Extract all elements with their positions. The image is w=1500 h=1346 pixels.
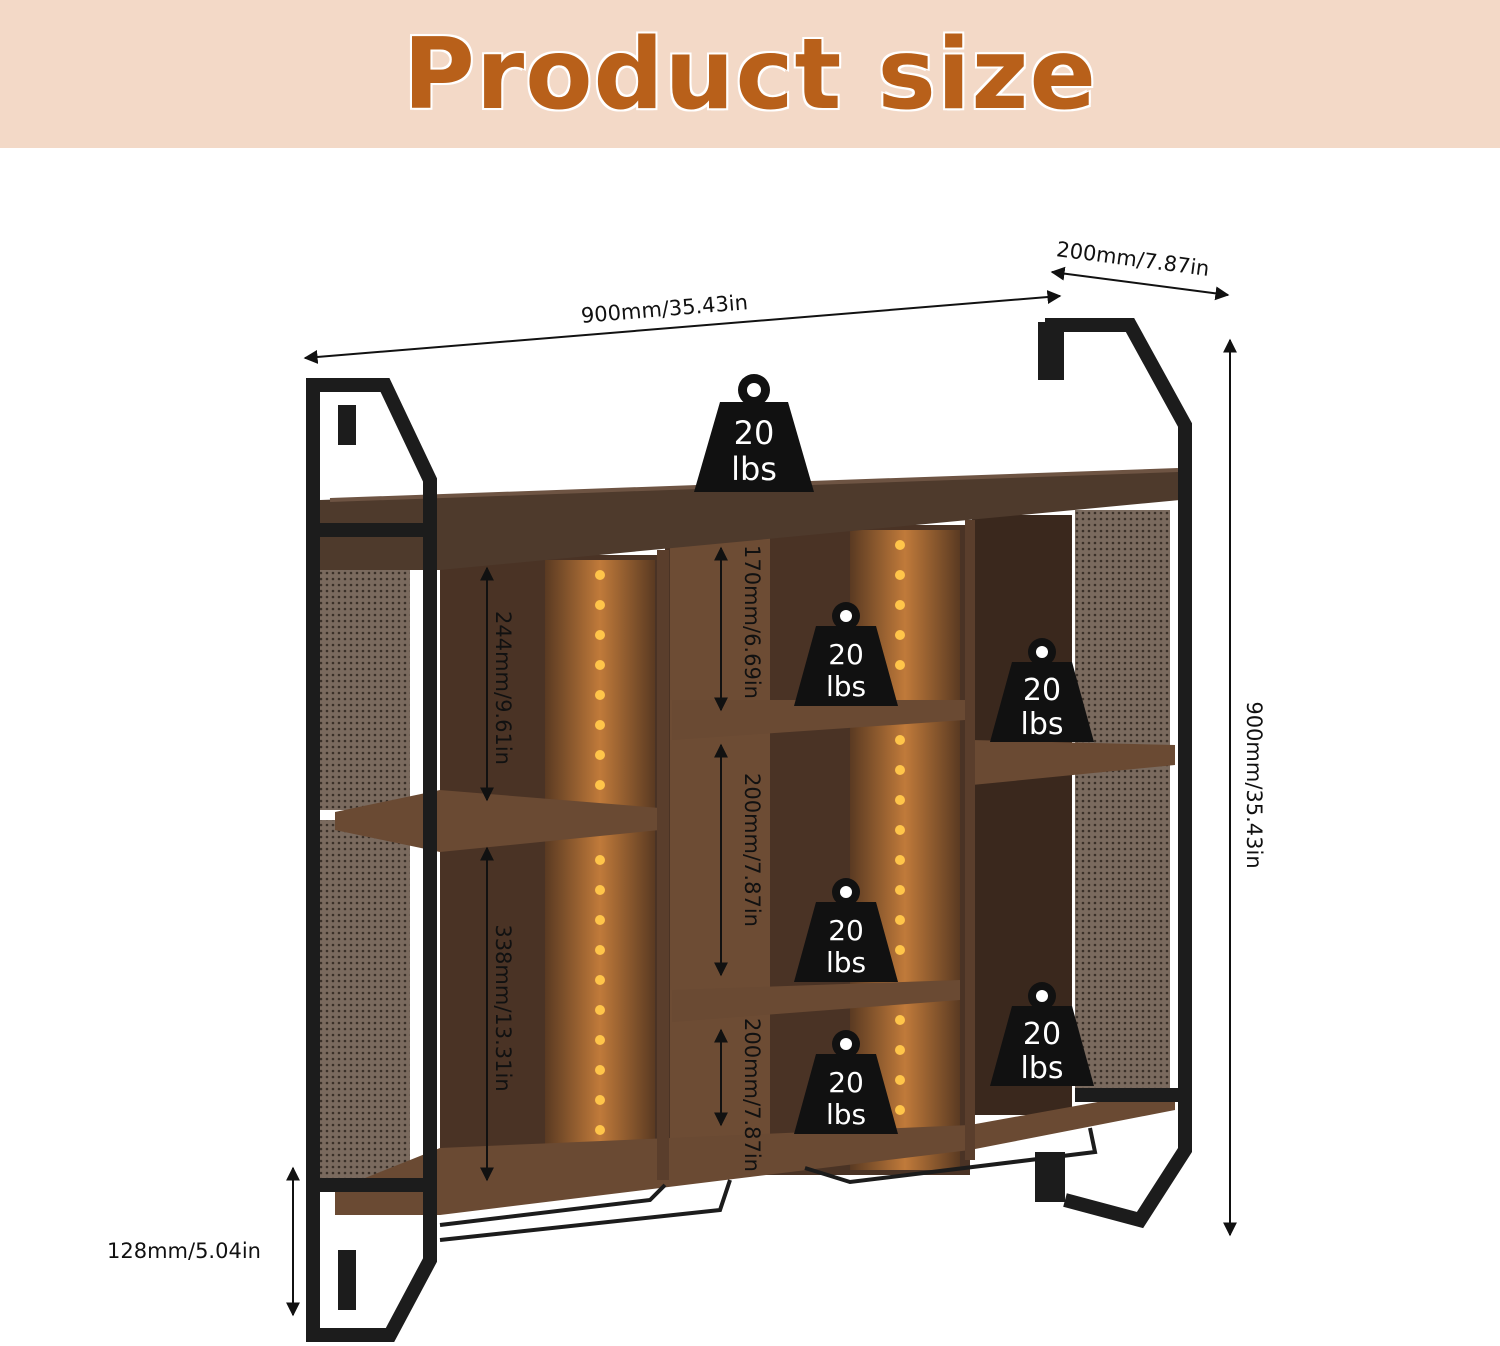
weight-unit: lbs [826,946,866,979]
overall-height-label: 900mm/35.43in [1242,701,1266,868]
center-bottom-gap-label: 200mm/7.87in [740,1018,764,1172]
center-top-gap-label: 170mm/6.69in [740,545,764,699]
top-shelf [320,470,1180,570]
bottom-shelf [335,1088,1175,1215]
page-title: Product size [403,18,1097,132]
left-lower-gap-label: 338mm/13.31in [491,924,515,1091]
weight-unit: lbs [826,1098,866,1131]
led-strip-left [595,570,605,1135]
bottom-bracket-label: 128mm/5.04in [107,1239,261,1263]
weight-badge-center-bottom: 20 lbs [794,1030,898,1134]
overall-width-label: 900mm/35.43in [580,290,749,328]
led-strip-center [895,540,905,1115]
stemware-rack [439,1127,1098,1242]
metal-frame [306,318,1192,1342]
weight-value: 20 [828,914,864,947]
weight-badge-center-middle: 20 lbs [794,878,898,982]
header-banner: Product size [0,0,1500,148]
center-middle-gap-label: 200mm/7.87in [740,773,764,927]
right-middle-shelf [972,740,1175,785]
weight-badge-top: 20 lbs [694,374,814,492]
weight-value: 20 [1023,673,1061,708]
left-middle-shelf [335,790,660,852]
weight-badge-right-bottom: 20 lbs [990,982,1094,1086]
center-shelf-1 [672,700,965,740]
weight-unit: lbs [1020,1051,1063,1086]
weight-value: 20 [828,638,864,671]
top-left-bracket [338,405,356,445]
weight-value: 20 [828,1066,864,1099]
weight-badge-center-top: 20 lbs [794,602,898,706]
weight-unit: lbs [1020,707,1063,742]
right-mesh-panel-upper [1075,510,1170,745]
weight-unit: lbs [731,450,777,488]
top-right-bracket [1038,322,1064,380]
depth-label: 200mm/7.87in [1055,237,1211,281]
left-mesh-panel-upper [320,540,410,810]
weight-unit: lbs [826,670,866,703]
weight-value: 20 [1023,1017,1061,1052]
weight-value: 20 [734,414,775,452]
right-mesh-panel-lower [1075,760,1170,1090]
bottom-left-bracket [338,1250,356,1310]
left-upper-gap-label: 244mm/9.61in [491,611,515,765]
weight-badge-right-top: 20 lbs [990,638,1094,742]
center-shelf-2 [672,980,960,1022]
left-mesh-panel-lower [320,820,410,1180]
